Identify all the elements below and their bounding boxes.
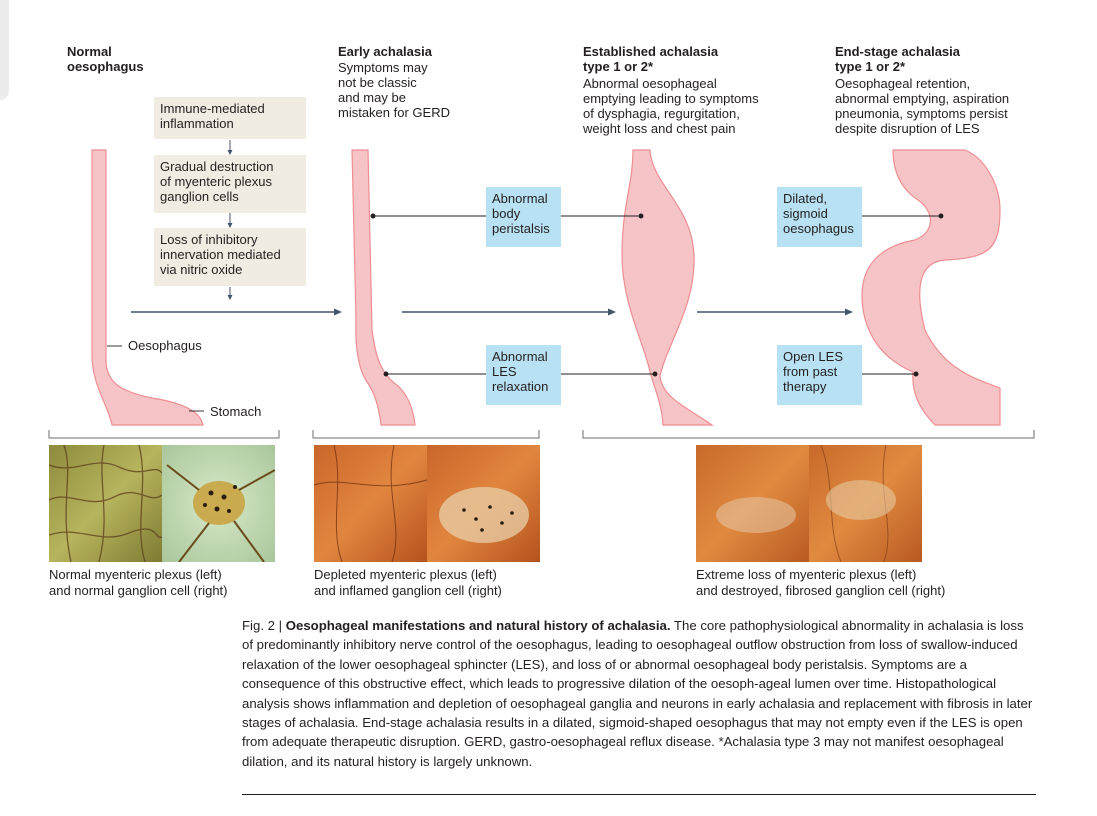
callout-abnormal-body-peristalsis: Abnormal body peristalsis bbox=[486, 187, 561, 247]
oesophagus-label: Oesophagus bbox=[128, 338, 202, 353]
photo-endstage-histology bbox=[696, 445, 922, 562]
process-step-ganglion-destruction: Gradual destruction of myenteric plexus … bbox=[154, 155, 306, 213]
established-oesophagus-shape bbox=[621, 149, 714, 426]
photo-normal-histology bbox=[49, 445, 275, 562]
photo-early-plexus bbox=[314, 445, 427, 562]
figure-text: The core pathophysiological abnormality … bbox=[242, 618, 1033, 769]
callout-open-les: Open LES from past therapy bbox=[777, 345, 862, 405]
normal-oesophagus-shape bbox=[91, 149, 204, 426]
stage-endstage-title: End-stage achalasia type 1 or 2* bbox=[835, 44, 960, 74]
stage-normal-title: Normal oesophagus bbox=[67, 44, 144, 74]
figure-label: Fig. 2 | bbox=[242, 618, 286, 633]
endstage-oesophagus-shape bbox=[861, 149, 1001, 426]
photo-caption-early: Depleted myenteric plexus (left) and inf… bbox=[314, 567, 502, 598]
process-step-nitric-oxide-loss: Loss of inhibitory innervation mediated … bbox=[154, 228, 306, 286]
photo-caption-normal: Normal myenteric plexus (left) and norma… bbox=[49, 567, 228, 598]
diagram-canvas bbox=[48, 140, 1035, 439]
window-edge bbox=[0, 0, 9, 100]
photo-caption-endstage: Extreme loss of myenteric plexus (left) … bbox=[696, 567, 946, 598]
callout-abnormal-les-relaxation: Abnormal LES relaxation bbox=[486, 345, 561, 405]
stage-established-title: Established achalasia type 1 or 2* bbox=[583, 44, 719, 74]
stage-early-desc: Symptoms may not be classic and may be m… bbox=[338, 60, 450, 120]
stage-endstage-desc: Oesophageal retention, abnormal emptying… bbox=[835, 76, 1010, 136]
photo-early-histology bbox=[314, 445, 540, 562]
early-oesophagus-shape bbox=[351, 149, 416, 426]
stomach-label: Stomach bbox=[210, 404, 262, 419]
callout-dilated-sigmoid: Dilated, sigmoid oesophagus bbox=[777, 187, 862, 247]
figure-title: Oesophageal manifestations and natural h… bbox=[285, 618, 671, 633]
process-step-immune-inflammation: Immune-mediated inflammation bbox=[154, 97, 306, 139]
caption-divider bbox=[242, 794, 1036, 795]
figure-caption: Fig. 2 | Oesophageal manifestations and … bbox=[242, 616, 1038, 771]
stage-established-desc: Abnormal oesophageal emptying leading to… bbox=[583, 76, 759, 136]
stage-early-title: Early achalasia bbox=[338, 44, 432, 59]
